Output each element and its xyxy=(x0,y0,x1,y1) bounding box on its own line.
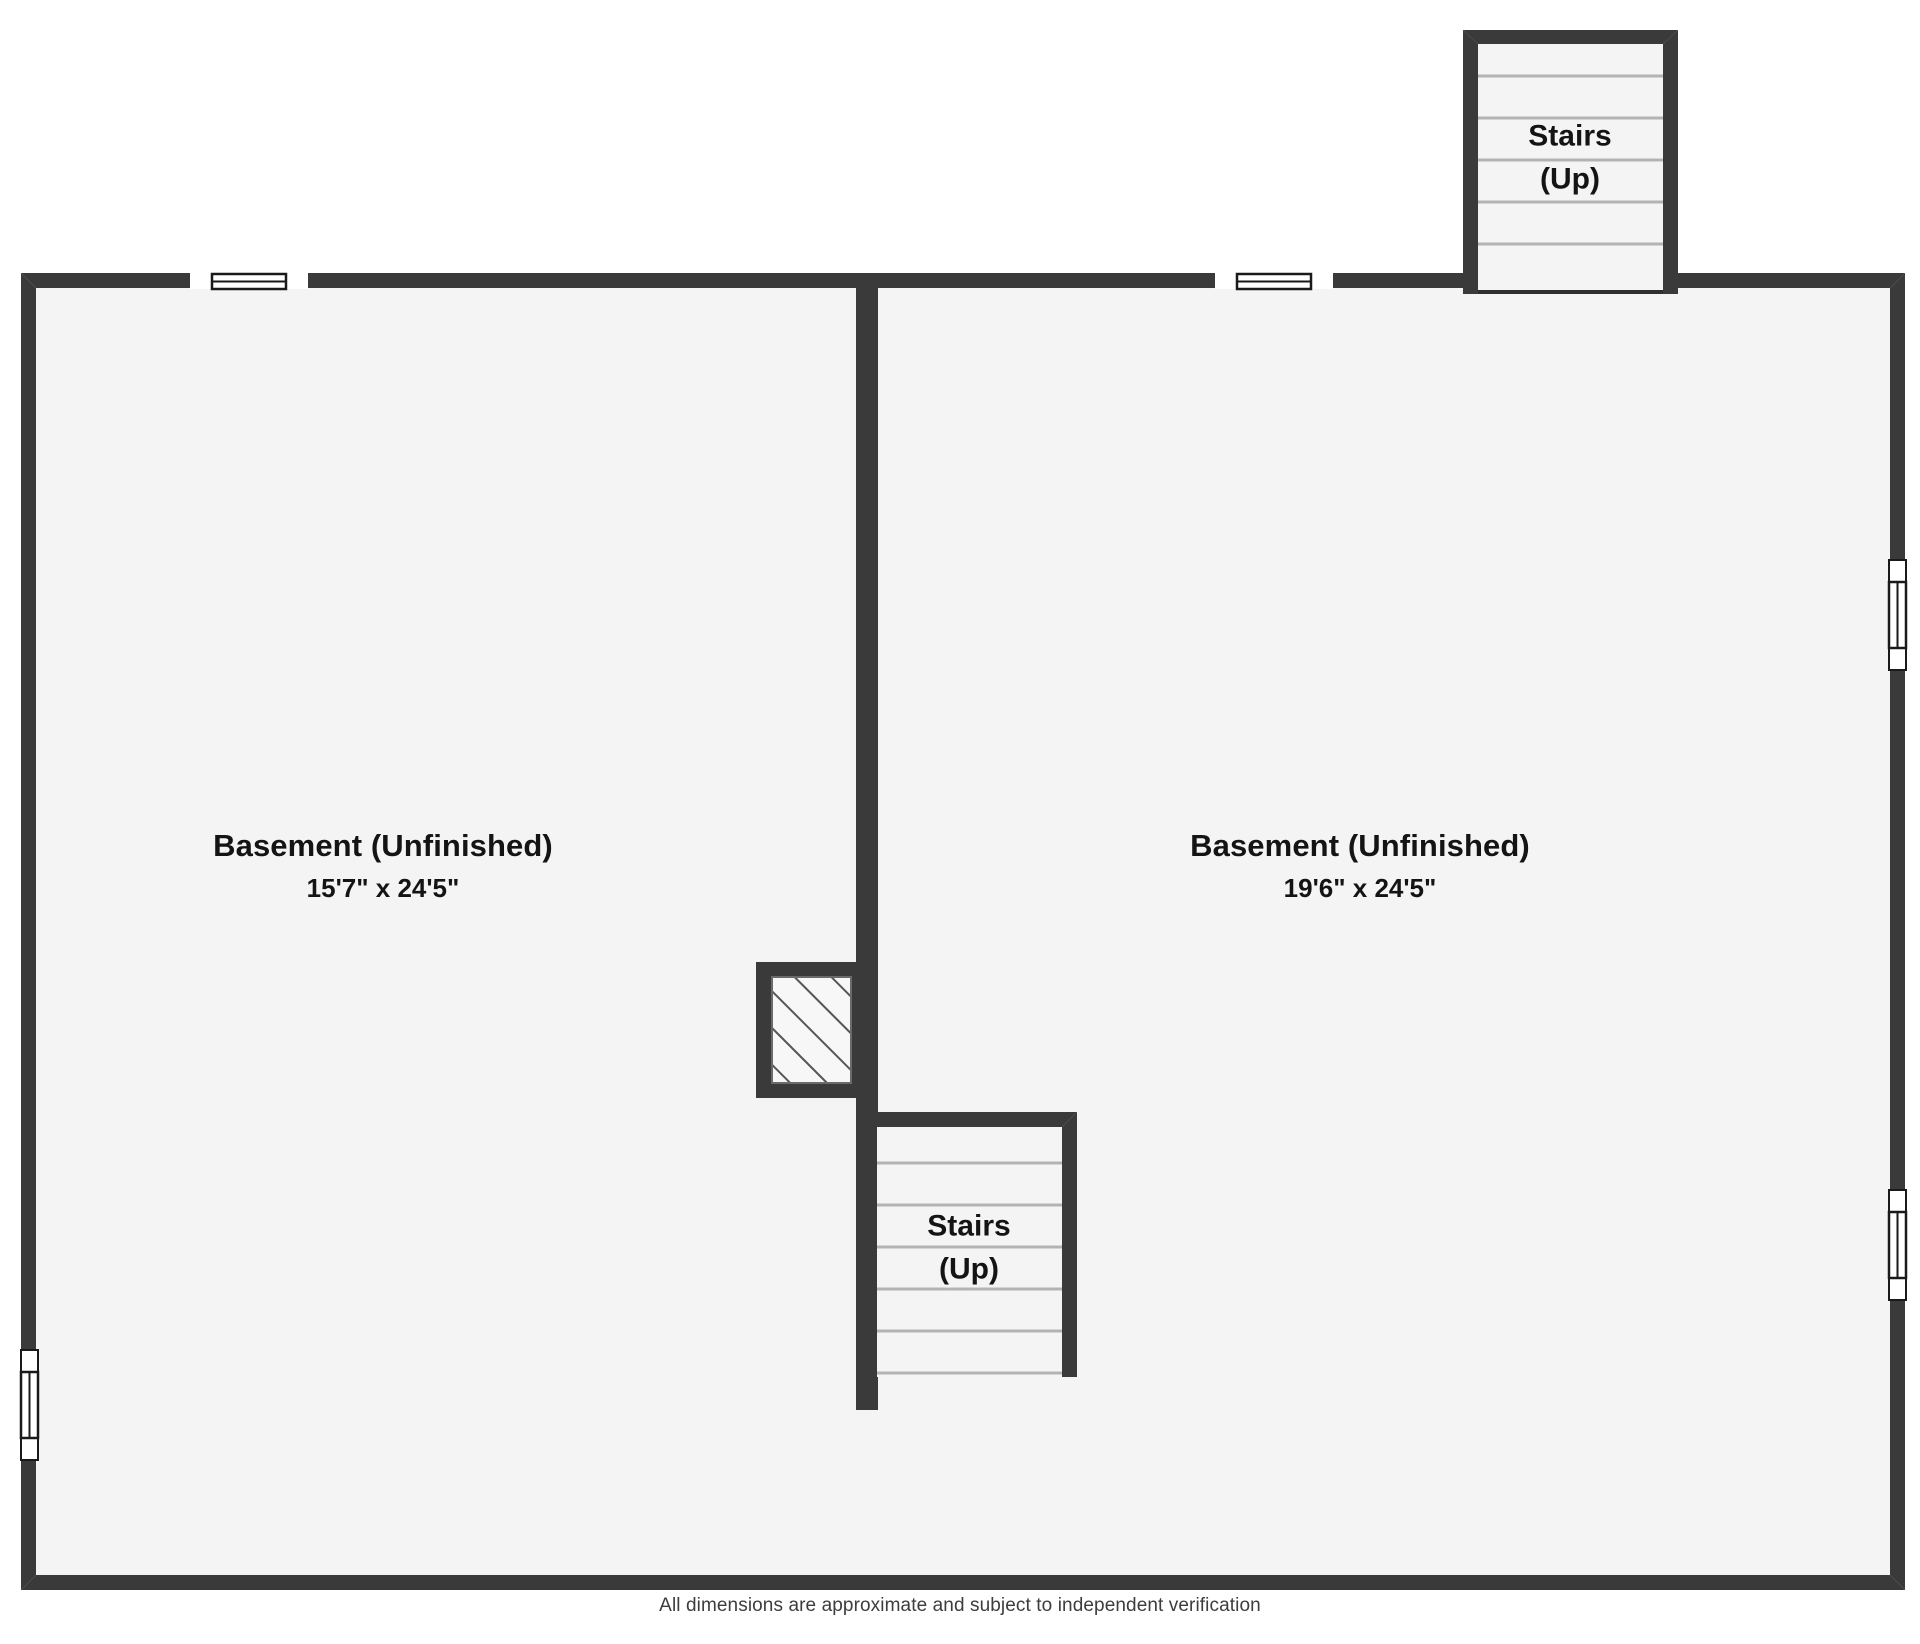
windows xyxy=(19,272,1908,1461)
stairs-upper-wall-left xyxy=(1463,30,1478,294)
window-left-lower xyxy=(19,1349,40,1461)
stairs-lower-wall-top xyxy=(856,1112,1077,1127)
exterior-wall-top-right xyxy=(1678,273,1905,288)
stairs-upper-steps xyxy=(1478,74,1663,246)
room-fill-basement-left xyxy=(36,288,1890,1575)
exterior-wall-top-left xyxy=(21,273,1463,288)
window-top-right xyxy=(1215,272,1333,291)
stairs-upper-group xyxy=(1463,30,1678,294)
stairs-lower-steps xyxy=(877,1161,1062,1375)
window-right-lower xyxy=(1887,1189,1908,1301)
exterior-wall-right xyxy=(1890,273,1905,1590)
stairs-lower-wall-left xyxy=(856,1112,871,1377)
stairs-upper-tread-area xyxy=(1478,44,1663,294)
stairs-lower-tread-area xyxy=(877,1127,1062,1377)
stairs-lower-group xyxy=(856,1112,1077,1377)
window-top-left xyxy=(190,272,308,291)
stairs-upper-wall-right xyxy=(1663,30,1678,294)
chimney-column-hatch-border xyxy=(771,976,852,1084)
disclaimer-note: All dimensions are approximate and subje… xyxy=(659,1595,1261,1616)
stairs-lower-wall-right xyxy=(1062,1112,1077,1377)
exterior-wall-left xyxy=(21,273,36,1590)
chimney-column-hatch-fill xyxy=(772,977,851,1083)
exterior-wall-bottom xyxy=(21,1575,1905,1590)
window-right-upper xyxy=(1887,559,1908,671)
chimney-column-group xyxy=(756,962,866,1098)
stairs-upper-wall-top xyxy=(1463,30,1678,44)
